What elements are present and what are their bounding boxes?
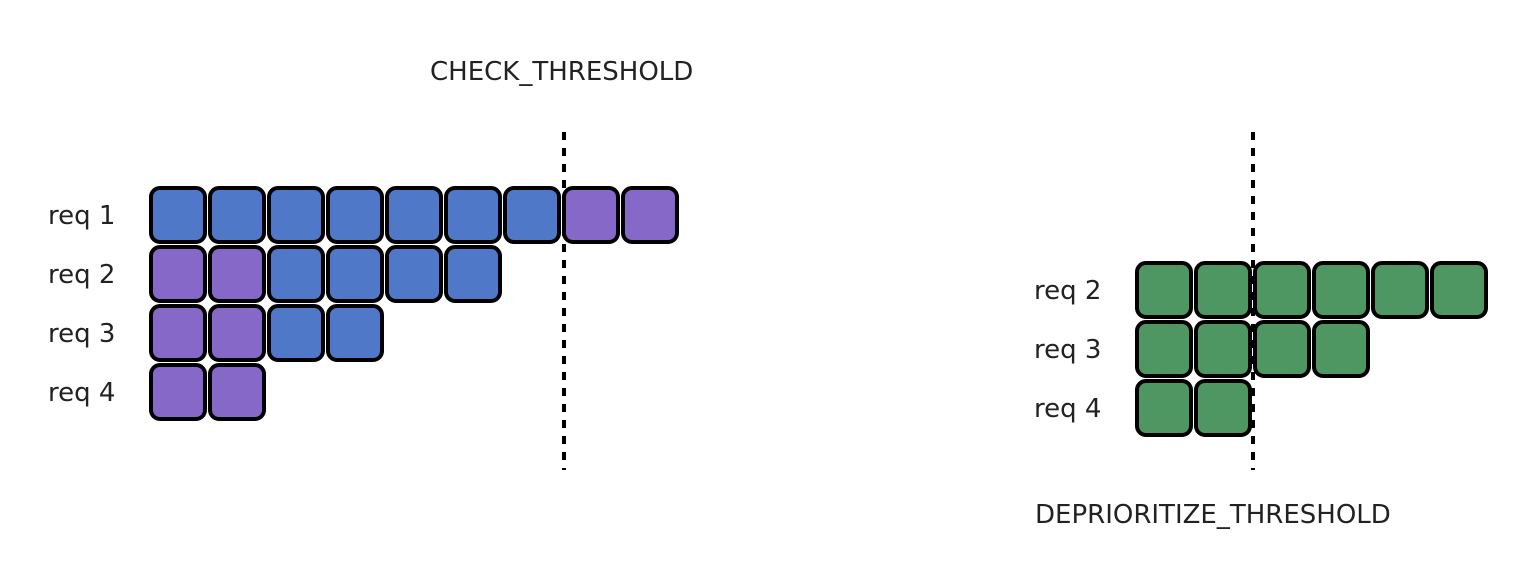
token-block-green: [1253, 261, 1311, 319]
request-label: req 2: [48, 260, 115, 290]
token-block-blue: [326, 186, 384, 244]
token-block-green: [1371, 261, 1429, 319]
token-block-blue: [385, 186, 443, 244]
request-label: req 4: [1034, 394, 1101, 424]
token-block-blue: [444, 245, 502, 303]
token-block-blue: [326, 245, 384, 303]
token-block-green: [1312, 320, 1370, 378]
token-block-purple: [208, 245, 266, 303]
request-row: req 4: [48, 363, 266, 421]
request-row: req 3: [1034, 320, 1370, 378]
check-threshold-label: CHECK_THRESHOLD: [430, 57, 693, 87]
left-panel: CHECK_THRESHOLD req 1 req 2 req 3 req 4: [48, 57, 693, 470]
token-block-purple: [208, 363, 266, 421]
request-row: req 3: [48, 304, 384, 362]
right-panel: req 2 req 3 req 4 DEPRIORITIZE_THRESHOLD: [1034, 132, 1488, 530]
request-row: req 2: [48, 245, 502, 303]
token-block-green: [1194, 261, 1252, 319]
request-label: req 4: [48, 378, 115, 408]
right-rows: req 2 req 3 req 4: [1034, 261, 1488, 437]
token-block-purple: [562, 186, 620, 244]
request-label: req 1: [48, 201, 115, 231]
token-block-green: [1194, 379, 1252, 437]
token-block-blue: [267, 245, 325, 303]
request-row: req 1: [48, 186, 679, 244]
request-label: req 3: [48, 319, 115, 349]
request-row: req 4: [1034, 379, 1252, 437]
token-block-purple: [149, 245, 207, 303]
token-block-blue: [326, 304, 384, 362]
token-block-blue: [503, 186, 561, 244]
token-block-green: [1253, 320, 1311, 378]
token-block-green: [1135, 379, 1193, 437]
token-block-blue: [208, 186, 266, 244]
token-block-blue: [267, 304, 325, 362]
token-block-green: [1312, 261, 1370, 319]
token-block-green: [1430, 261, 1488, 319]
left-rows: req 1 req 2 req 3 req 4: [48, 186, 679, 421]
deprioritize-threshold-label: DEPRIORITIZE_THRESHOLD: [1035, 500, 1391, 530]
request-row: req 2: [1034, 261, 1488, 319]
token-block-green: [1135, 320, 1193, 378]
token-block-purple: [621, 186, 679, 244]
token-block-blue: [385, 245, 443, 303]
token-block-green: [1194, 320, 1252, 378]
request-label: req 3: [1034, 335, 1101, 365]
token-block-blue: [444, 186, 502, 244]
request-label: req 2: [1034, 276, 1101, 306]
token-block-purple: [149, 304, 207, 362]
token-block-blue: [267, 186, 325, 244]
token-block-blue: [149, 186, 207, 244]
token-block-green: [1135, 261, 1193, 319]
token-block-purple: [208, 304, 266, 362]
token-block-purple: [149, 363, 207, 421]
